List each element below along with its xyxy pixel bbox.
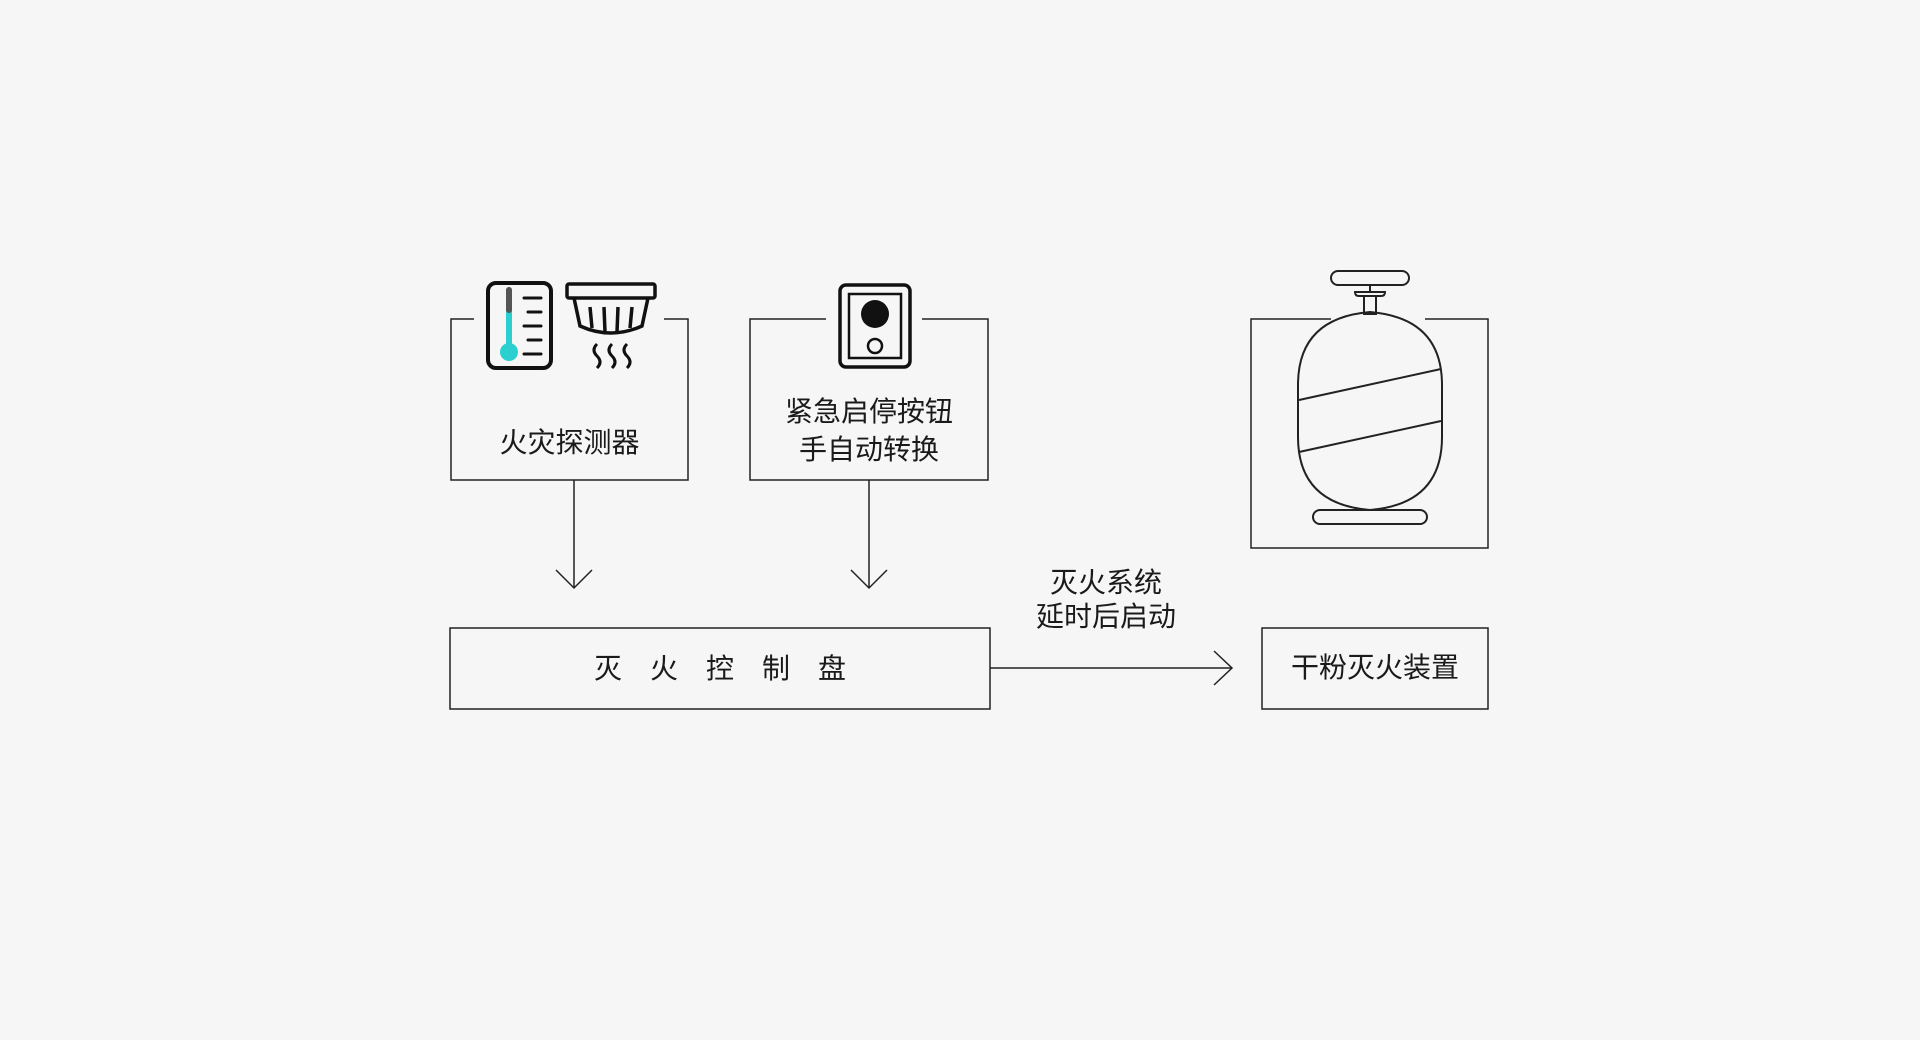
extinguisher-box-outline: [1250, 318, 1489, 549]
fire-extinguisher-tank-icon: [1297, 270, 1443, 525]
arrow-detector-head: [555, 569, 593, 590]
arrow-control-head: [1213, 650, 1234, 686]
arrow-label-line2: 延时后启动: [1035, 600, 1176, 633]
emergency-label-line1: 紧急启停按钮: [784, 395, 953, 428]
detector-box-outline: [450, 318, 689, 481]
thermometer-icon: [486, 281, 553, 370]
emergency-button-icon: [838, 283, 912, 369]
arrow-emergency-head: [850, 569, 888, 590]
control-panel-label: 灭火控制盘: [593, 652, 874, 685]
device-label: 干粉灭火装置: [1290, 651, 1459, 684]
smoke-detector-icon: [565, 282, 657, 370]
emergency-label-line2: 手自动转换: [798, 433, 939, 466]
detector-label: 火灾探测器: [499, 426, 640, 459]
device-box: [1261, 627, 1489, 710]
arrow-label-line1: 灭火系统: [1049, 566, 1162, 599]
